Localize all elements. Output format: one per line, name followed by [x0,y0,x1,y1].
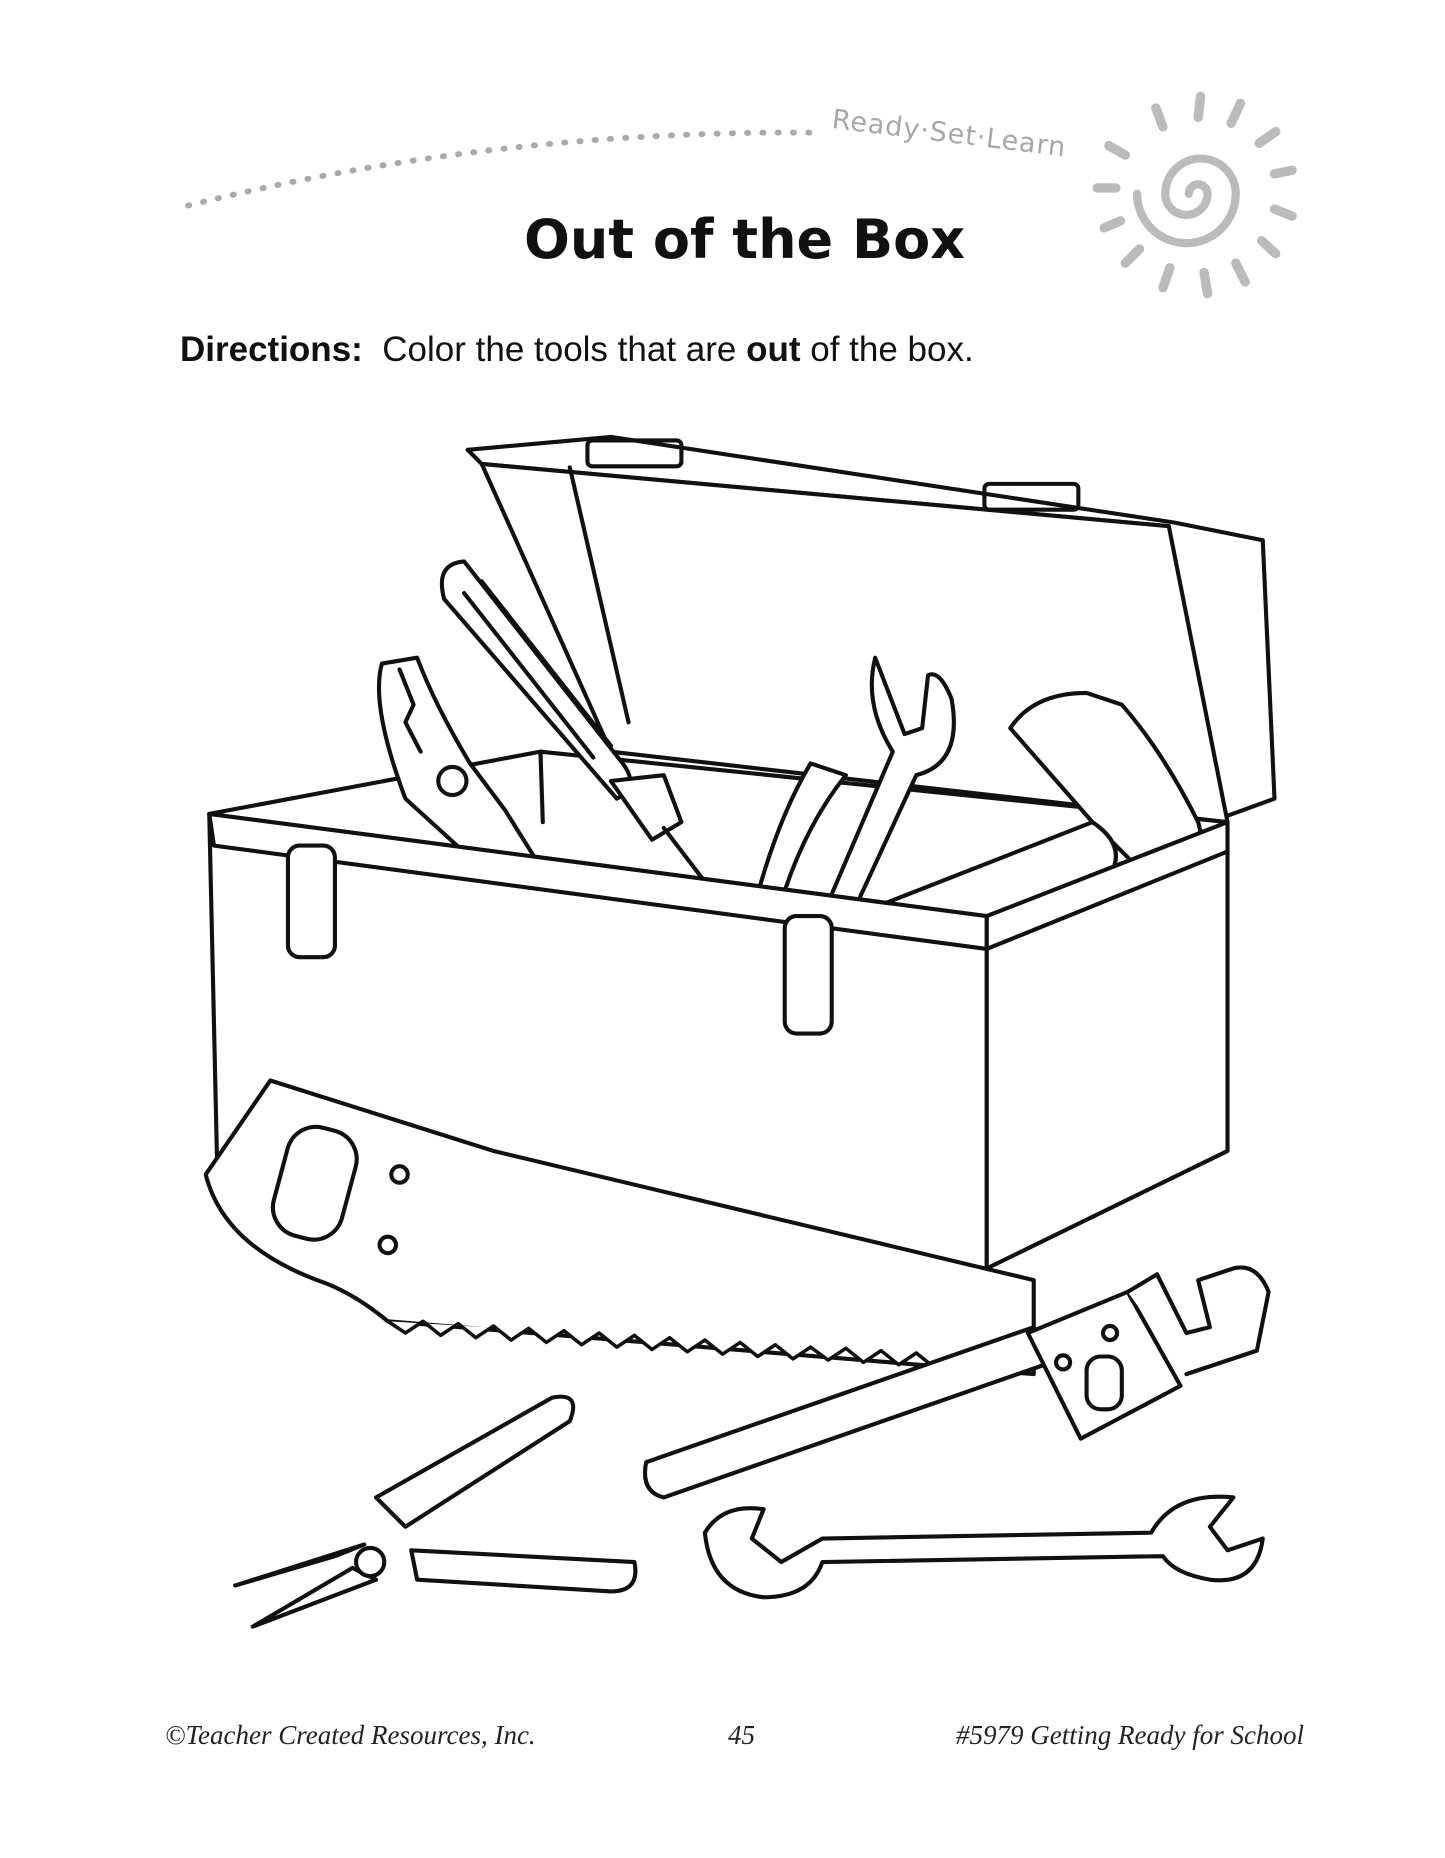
footer-copyright: ©Teacher Created Resources, Inc. [165,1720,536,1750]
footer-page-number: 45 [728,1720,755,1750]
sun-logo-icon [1092,91,1297,299]
box-latch [285,843,337,960]
directions: Directions: Color the tools that are out… [180,330,974,370]
directions-label: Directions: [180,330,363,369]
box-latch [782,914,834,1036]
wrench [749,655,956,930]
page-title: Out of the Box [0,208,1445,271]
open-end-wrench [702,1494,1265,1600]
hand-saw [203,1078,1036,1377]
lid-latch [982,481,1081,512]
pipe-wrench [643,1265,1271,1500]
directions-text-after: of the box. [810,330,974,369]
page-title-text: Out of the Box [523,208,966,271]
dotted-arc [185,129,826,209]
directions-text-before: Color the tools that are [382,330,737,369]
directions-emphasis: out [746,330,801,369]
screwdriver [439,559,743,930]
lid-latch [585,438,684,469]
pruning-shears [233,1394,638,1629]
footer-book-title: #5979 Getting Ready for School [956,1720,1304,1750]
